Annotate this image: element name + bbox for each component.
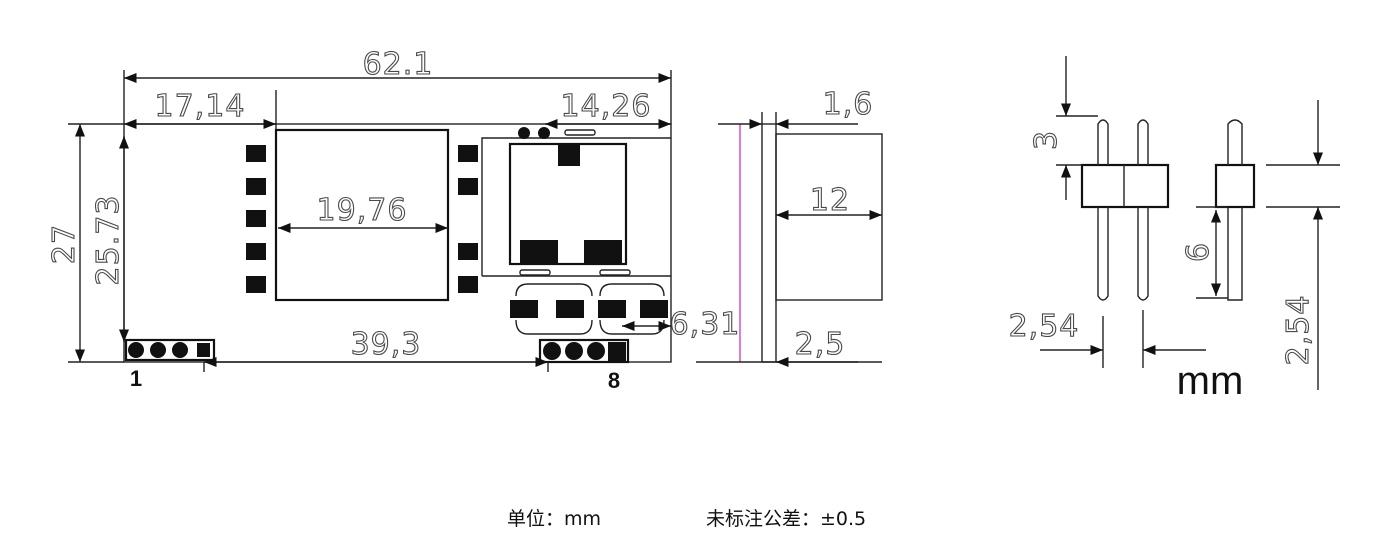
pin xyxy=(128,342,144,358)
slot xyxy=(564,129,596,136)
pad xyxy=(640,300,668,318)
dim-mid-length: 6 xyxy=(1181,242,1216,262)
pad xyxy=(458,276,478,293)
pin-header-left xyxy=(124,338,216,362)
dim-right-gap: 6,31 xyxy=(670,307,741,342)
side-view: 1,6 12 2,5 xyxy=(696,86,883,368)
tolerance-note: 未标注公差：±0.5 xyxy=(706,508,867,530)
pin xyxy=(172,342,188,358)
pad xyxy=(246,243,266,260)
pad xyxy=(246,276,266,293)
pad xyxy=(598,300,626,318)
pin-header-right xyxy=(538,338,630,364)
pad-outline xyxy=(599,283,665,297)
pin-bottom-side xyxy=(1227,207,1243,301)
pad xyxy=(458,145,478,162)
pin-top-side xyxy=(1227,119,1243,165)
ic-pad-top xyxy=(558,144,580,166)
unit-note: 单位：mm xyxy=(507,508,602,530)
slot xyxy=(519,269,551,276)
dim-pitch-vertical: 2,54 xyxy=(1281,295,1316,366)
pin xyxy=(150,342,166,358)
pad xyxy=(246,210,266,227)
pin-header-view: 3 6 2,54 2,54 mm xyxy=(1008,56,1340,403)
pin-top xyxy=(1137,119,1149,165)
board-edge xyxy=(761,123,777,363)
pin xyxy=(565,342,583,360)
pin xyxy=(543,342,561,360)
dim-left-offset: 17,14 xyxy=(155,89,246,124)
header-body-side xyxy=(1214,163,1256,209)
via xyxy=(518,127,530,139)
dim-total-height: 27 xyxy=(47,224,82,264)
pin-top xyxy=(1097,119,1109,165)
pin-bottom xyxy=(1097,207,1109,301)
component-outline xyxy=(481,137,671,276)
slot xyxy=(599,269,631,276)
dim-inner-height: 25.73 xyxy=(91,195,126,286)
pin-square xyxy=(608,342,626,361)
ic-pad-left xyxy=(520,240,558,264)
dim-offset: 2,5 xyxy=(795,327,846,362)
dim-overall-width: 62.1 xyxy=(363,47,434,82)
dim-component-height: 12 xyxy=(810,183,850,218)
pin-square xyxy=(197,343,210,357)
via xyxy=(538,127,550,139)
pad xyxy=(556,300,584,318)
pin-bottom xyxy=(1137,207,1149,301)
dim-thickness: 1,6 xyxy=(823,87,874,122)
dim-top-length: 3 xyxy=(1029,130,1064,150)
shield-can xyxy=(274,128,450,302)
pad xyxy=(510,300,538,318)
dim-right-offset: 14,26 xyxy=(561,89,652,124)
pin-label-first: 1 xyxy=(130,366,142,391)
pin-label-last: 8 xyxy=(608,368,620,393)
header-body xyxy=(1080,163,1170,209)
unit-label: mm xyxy=(1177,359,1244,403)
pad xyxy=(458,243,478,260)
pad xyxy=(246,178,266,195)
dim-bottom-span: 39,3 xyxy=(351,327,422,362)
dim-pitch-horizontal: 2,54 xyxy=(1009,309,1080,344)
pad xyxy=(246,145,266,162)
pad-outline xyxy=(515,283,593,297)
front-view: 62.1 17,14 14,26 27 25.73 19,76 xyxy=(46,46,741,393)
dim-inner-width: 19,76 xyxy=(317,193,408,228)
pad-outline xyxy=(599,319,665,335)
pad xyxy=(458,178,478,195)
ic-pad-right xyxy=(584,240,622,264)
pad-outline xyxy=(515,319,593,335)
pin xyxy=(587,342,605,360)
